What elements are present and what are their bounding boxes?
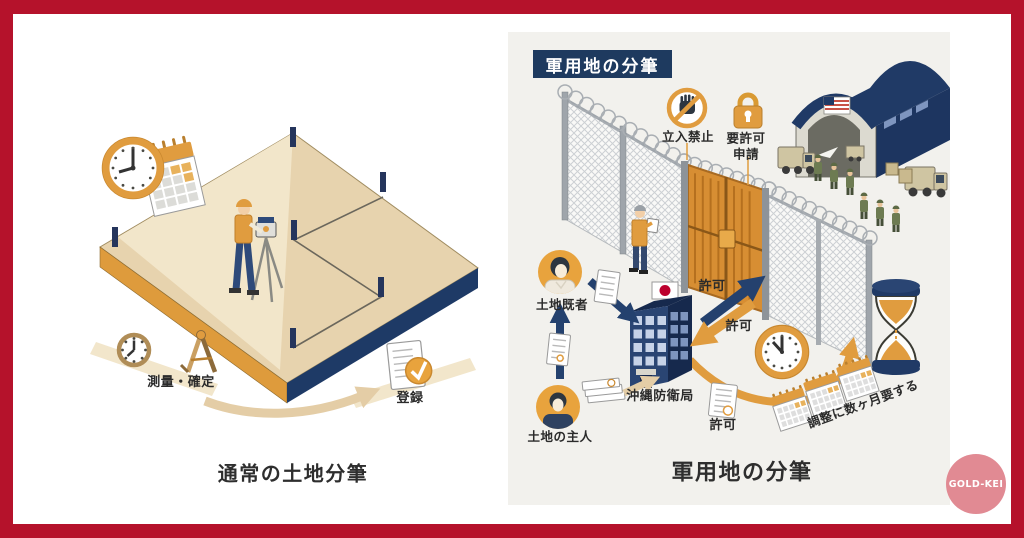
hardhat-icon bbox=[236, 199, 252, 207]
survey-label: 測量・確定 bbox=[147, 374, 215, 390]
clock-ticks bbox=[111, 146, 800, 370]
permission-arrow-back bbox=[689, 298, 756, 347]
permission-doc-label: 許可 bbox=[709, 417, 737, 433]
boundary-stakes bbox=[112, 127, 386, 348]
japan-flag-icon bbox=[651, 281, 679, 300]
register-document-icon bbox=[386, 339, 433, 391]
left-panel-title: 通常の土地分筆 bbox=[217, 461, 369, 486]
gold-kei-logo: GOLD-KEI bbox=[946, 454, 1006, 514]
aircraft-icon bbox=[818, 147, 838, 158]
soldiers bbox=[814, 154, 900, 232]
hangar-window-icons bbox=[884, 100, 928, 129]
defense-bureau-building bbox=[630, 281, 692, 390]
padlock-icon bbox=[733, 92, 763, 129]
check-icon bbox=[410, 361, 428, 381]
no-entry-icon bbox=[666, 87, 708, 129]
gate-official bbox=[629, 205, 660, 274]
left-illustration bbox=[90, 127, 479, 418]
right-illustration bbox=[111, 61, 950, 432]
no-entry-label: 立入禁止 bbox=[661, 129, 715, 145]
owner-avatar bbox=[536, 385, 580, 429]
permission-up-label: 許可 bbox=[698, 278, 726, 294]
wait-clock-icon bbox=[754, 324, 810, 380]
cap-icon bbox=[634, 205, 646, 211]
base-gate bbox=[681, 161, 769, 320]
security-fence bbox=[557, 84, 878, 369]
permit-document-icon bbox=[707, 382, 738, 419]
money-stack-icon bbox=[581, 377, 626, 404]
compass-icon bbox=[179, 330, 218, 374]
subdivision-line bbox=[292, 196, 384, 349]
hourglass-icon bbox=[872, 279, 920, 375]
supply-crates bbox=[885, 162, 913, 184]
military-trucks bbox=[777, 145, 948, 198]
defense-bureau-label: 沖縄防衛局 bbox=[626, 388, 694, 404]
heir-avatar bbox=[538, 250, 582, 294]
permission-arrow-to-gate bbox=[699, 275, 766, 327]
land-heir-label: 土地既者 bbox=[535, 297, 589, 313]
right-panel-badge-title: 軍用地の分筆 bbox=[533, 50, 672, 78]
gate-lock-icon bbox=[718, 229, 736, 249]
surveyor bbox=[229, 199, 284, 303]
permit-required-label: 要許可申請 bbox=[726, 130, 766, 161]
submission-arrow bbox=[622, 375, 661, 397]
process-arrow bbox=[203, 386, 381, 418]
right-panel-title: 軍用地の分筆 bbox=[671, 460, 813, 486]
permission-back-label: 許可 bbox=[725, 318, 753, 334]
register-label: 登録 bbox=[396, 390, 424, 406]
clock-icon bbox=[101, 136, 165, 200]
us-flag-icon bbox=[823, 96, 851, 115]
land-owner-label: 土地の主人 bbox=[527, 429, 593, 445]
document-icon bbox=[546, 332, 571, 367]
document-icon bbox=[593, 269, 621, 305]
